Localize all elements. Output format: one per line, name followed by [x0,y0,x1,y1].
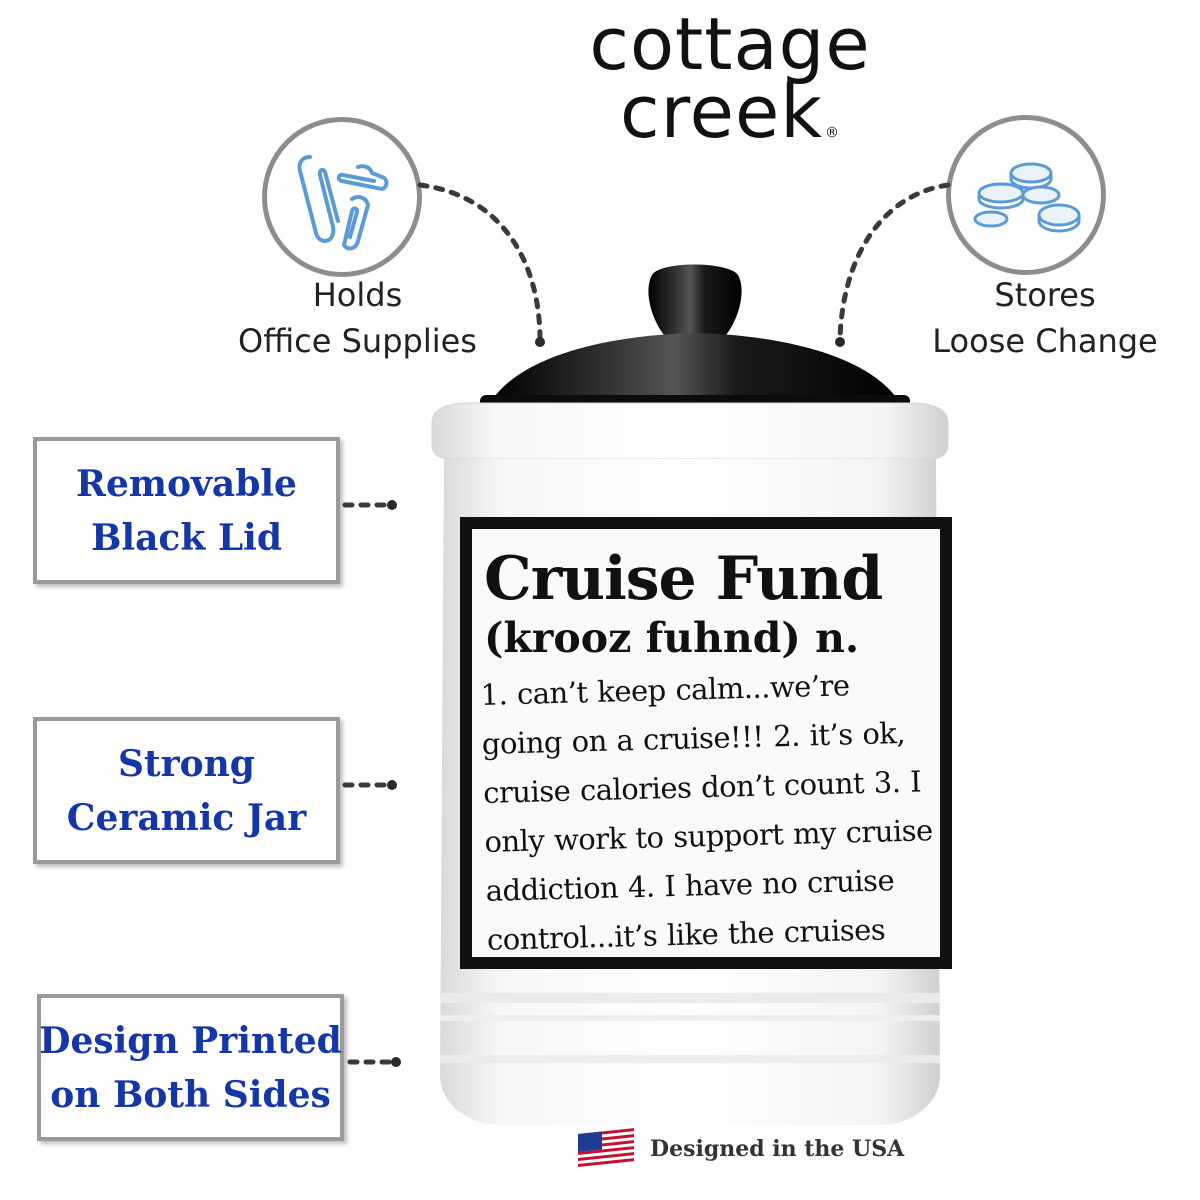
paperclip-icon-circle [262,117,422,277]
footer-usa: Designed in the USA [578,1128,904,1170]
jar-label: Cruise Fund (krooz fuhnd) n. 1. can’t ke… [460,517,952,969]
print-connector-dot [391,1057,401,1067]
feature-removable-lid: Removable Black Lid [33,437,340,584]
lid-connector-dot [387,500,397,510]
jar-connector-dot [387,780,397,790]
label-definition: 1. can’t keep calm...we’re going on a cr… [480,668,934,957]
feature-3-line-1: Design Printed [39,1019,342,1062]
paperclip-icon [297,155,389,251]
office-caption-line-1: Holds [312,276,403,314]
label-title: Cruise Fund [484,544,883,614]
coins-icon-circle [946,115,1106,275]
label-pronunciation: (krooz fuhnd) n. [484,614,860,662]
feature-printed-both-sides: Design Printed on Both Sides [37,994,344,1141]
feature-2-line-1: Strong [118,742,255,785]
brand-line-2-text: creek [620,70,823,154]
coins-icon [973,162,1081,233]
usa-flag-icon [578,1128,634,1170]
brand-line-2: creek® [560,76,900,167]
loose-change-caption: Stores Loose Change [915,272,1175,364]
jar-bottom-band-1 [440,993,940,1003]
feature-1-line-2: Black Lid [91,516,282,559]
brand-logo: cottage creek® [560,2,900,167]
change-connector [837,182,951,343]
footer-text: Designed in the USA [650,1136,905,1162]
brand-line-1: cottage [589,2,871,86]
jar-top-rim [431,402,949,460]
office-caption-line-2: Office Supplies [238,322,477,360]
change-caption-line-1: Stores [994,276,1096,314]
change-caption-line-2: Loose Change [932,322,1158,360]
jar-bottom-band-2 [440,1015,940,1021]
office-supplies-caption: Holds Office Supplies [210,272,505,364]
feature-1-line-1: Removable [76,462,297,505]
lid-knob [648,264,742,335]
jar-bottom-band-3 [440,1055,940,1063]
feature-ceramic-jar: Strong Ceramic Jar [33,717,340,864]
change-connector-dot [835,337,845,347]
feature-3-line-2: on Both Sides [50,1073,331,1116]
office-connector-dot [535,337,545,347]
registered-mark: ® [824,125,840,141]
feature-2-line-2: Ceramic Jar [66,796,307,839]
lid-dome [490,333,900,403]
